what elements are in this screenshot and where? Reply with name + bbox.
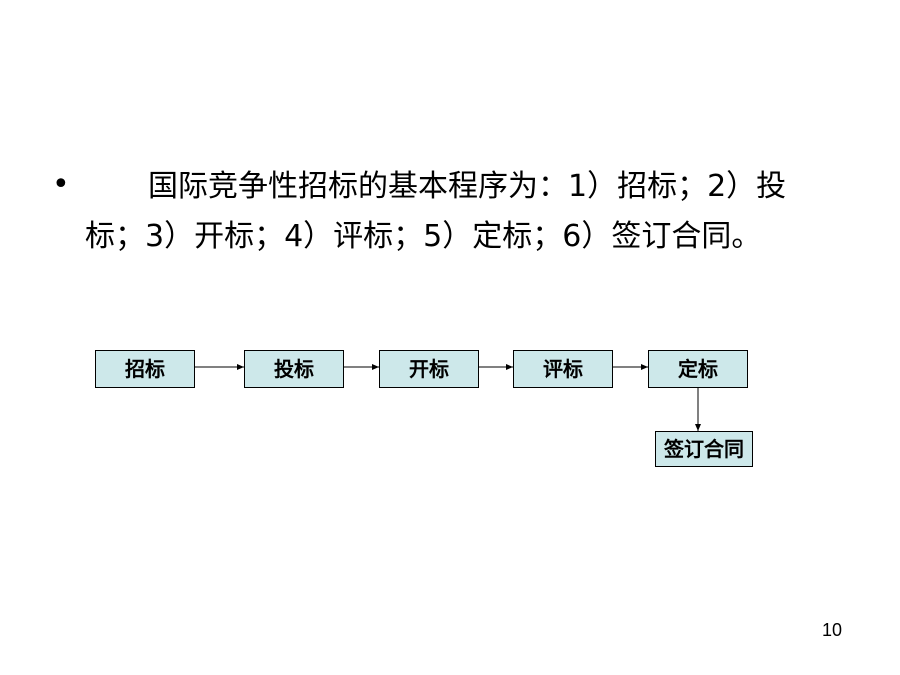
bullet-marker: • bbox=[52, 167, 70, 202]
step-box-评标: 评标 bbox=[513, 350, 613, 388]
step-box-开标: 开标 bbox=[379, 350, 479, 388]
step-box-签订合同: 签订合同 bbox=[655, 431, 753, 467]
step-box-招标: 招标 bbox=[95, 350, 195, 388]
step-box-定标: 定标 bbox=[648, 350, 748, 388]
body-text: 国际竞争性招标的基本程序为：1）招标；2）投标；3）开标；4）评标；5）定标；6… bbox=[85, 169, 787, 254]
page-number: 10 bbox=[822, 620, 843, 640]
step-box-投标: 投标 bbox=[244, 350, 344, 388]
